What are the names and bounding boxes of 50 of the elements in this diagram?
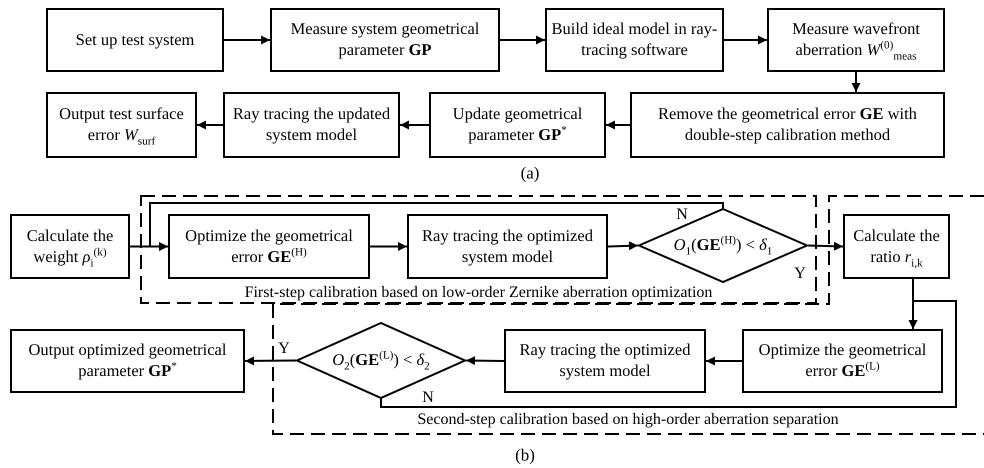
step-text: Output optimized geometrical parameter GP$^{*}$ [28, 340, 228, 382]
process-box [270, 8, 500, 72]
process-box [168, 214, 370, 279]
arrow [400, 120, 429, 130]
process-box [429, 92, 606, 158]
process-box [46, 8, 224, 72]
process-box [545, 8, 724, 72]
arrow [724, 36, 767, 44]
group-caption: Second-step calibration based on high-order aberration separation [416, 410, 840, 429]
step-text: Optimize the geometrical error GE$^{(H)}$ [184, 226, 354, 268]
process-box [504, 329, 706, 393]
arrow [808, 242, 844, 251]
arrow [466, 356, 504, 366]
process-box [46, 92, 197, 158]
step-text: Build ideal model in ray-tracing software [550, 19, 718, 61]
arrow [244, 356, 296, 366]
process-box [630, 92, 945, 158]
process-box [10, 214, 130, 279]
step-text: Remove the geometrical error GE with double-step calibration method [657, 104, 918, 146]
process-box [843, 214, 950, 279]
step-text: Ray tracing the optimized system model [421, 226, 594, 268]
arrow [370, 242, 407, 251]
step-text: Set up test system [76, 30, 194, 50]
edge-label: N [675, 207, 689, 223]
process-box [742, 329, 943, 393]
group-caption: First-step calibration based on low-order Zernike aberration optimization [244, 282, 714, 302]
panel-label: (a) [520, 164, 540, 182]
step-text: Ray tracing the updated system model [232, 104, 392, 146]
process-box [767, 8, 945, 72]
arrow [149, 202, 724, 251]
process-box [10, 329, 245, 393]
arrow [608, 241, 638, 250]
condition-text: O$_{2}$(GE$^{(L)}$) < δ$_{2}$ [332, 350, 430, 371]
condition-text: O$_{1}$(GE$^{(H)}$) < δ$_{1}$ [674, 235, 772, 256]
step-text: Ray tracing the optimized system model [518, 340, 692, 382]
process-box [223, 92, 400, 158]
step-text: Update geometrical parameter GP$^{*}$ [452, 104, 584, 146]
step-text: Measure system geometrical parameter GP [290, 19, 480, 61]
process-box [407, 214, 608, 279]
panel-label: (b) [515, 446, 535, 464]
arrow [380, 300, 957, 408]
arrow [224, 36, 270, 44]
arrow [197, 120, 223, 130]
arrow [706, 356, 742, 366]
arrow [606, 120, 630, 130]
arrow [500, 36, 545, 44]
step-text: Output test surface error W$_{surf}$ [58, 104, 185, 146]
step-text: Optimize the geometrical error GE$^{(L)}$ [758, 340, 928, 382]
arrow [852, 72, 860, 92]
step-text: Calculate the ratio r$_{i,k}$ [852, 226, 941, 268]
